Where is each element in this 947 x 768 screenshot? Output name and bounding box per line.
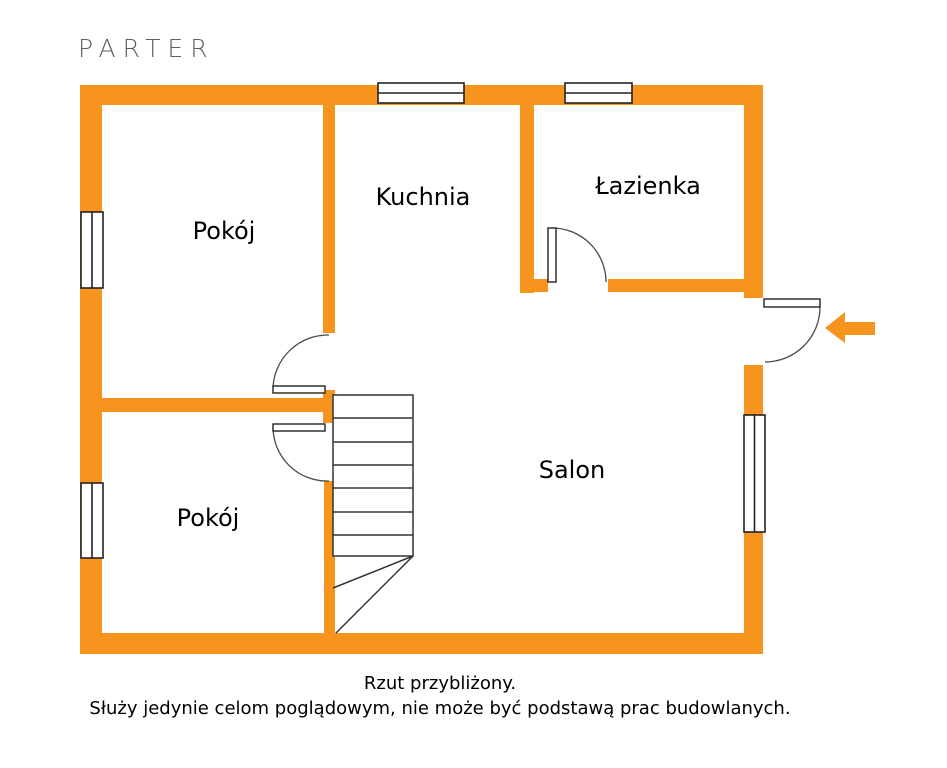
room-label-pokoj-top: Pokój: [192, 217, 256, 245]
wall-lazienka-bottom-right: [608, 279, 744, 292]
caption-line1: Rzut przybliżony.: [363, 673, 517, 694]
wall-pokoj-divider: [102, 398, 330, 412]
door-pokoj-top: [272, 334, 330, 394]
stairs: [332, 394, 414, 634]
window-right: [743, 414, 766, 533]
door-entrance: [763, 298, 821, 363]
wall-pokoj-kuchnia: [323, 105, 335, 333]
room-label-pokoj-bottom: Pokój: [176, 504, 240, 532]
room-label-kuchnia: Kuchnia: [375, 183, 471, 211]
window-left-upper: [80, 211, 104, 289]
wall-hall-pokoj-bottom: [324, 481, 335, 633]
door-pokoj-bottom: [272, 423, 330, 482]
caption-line2: Służy jedynie celom poglądowym, nie może…: [89, 698, 791, 719]
room-label-lazienka: Łazienka: [595, 172, 701, 200]
wall-lazienka-bottom-left: [520, 279, 548, 292]
wall-kuchnia-lazienka: [520, 105, 534, 293]
door-lazienka: [547, 227, 607, 283]
window-top-right: [564, 82, 633, 104]
window-left-lower: [80, 482, 104, 559]
entrance-arrow-icon: [825, 312, 875, 343]
caption: Rzut przybliżony. Służy jedynie celom po…: [0, 671, 880, 721]
room-label-salon: Salon: [538, 456, 606, 484]
window-top-left: [377, 82, 465, 104]
wall-outer-left: [80, 85, 102, 654]
wall-outer-bottom: [80, 633, 763, 654]
plan-title: PARTER: [78, 34, 215, 63]
wall-outer-right-upper: [744, 85, 763, 298]
